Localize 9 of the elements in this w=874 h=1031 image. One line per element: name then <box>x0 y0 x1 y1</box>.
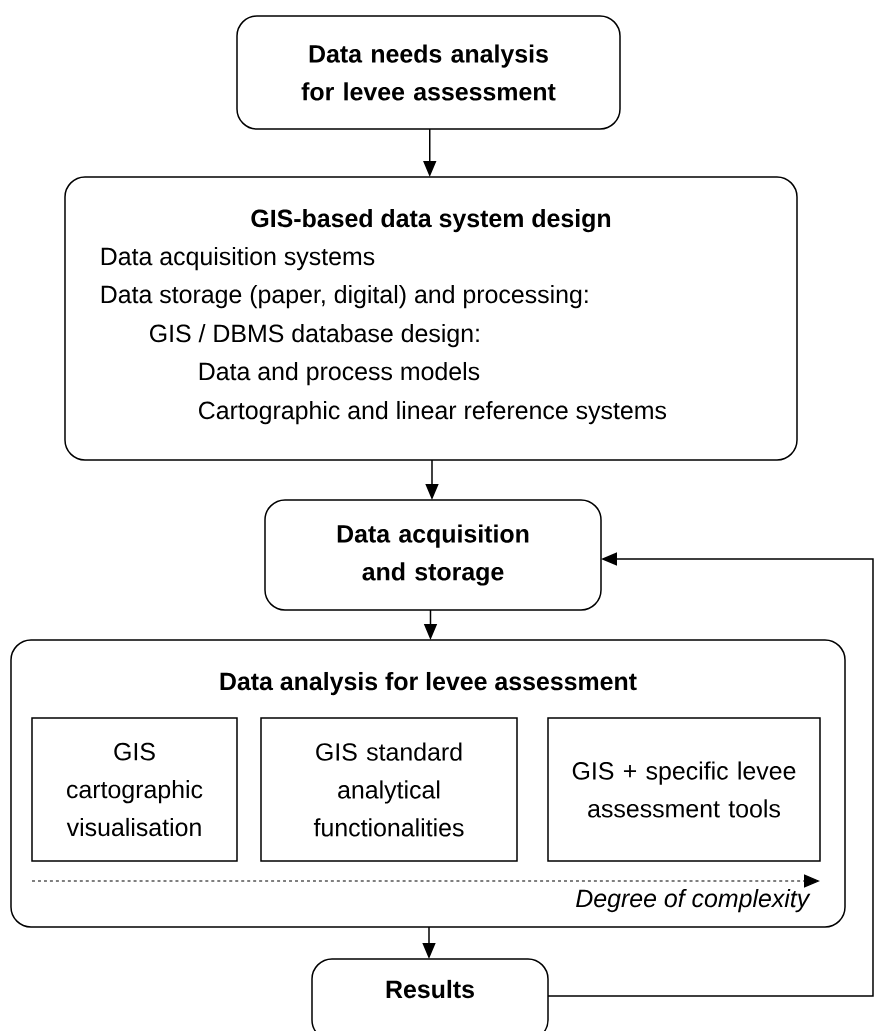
tool-box: GIS cartographic visualisation <box>31 717 238 862</box>
axis-label: Degree of complexity <box>576 888 811 913</box>
process-box: Data acquisition and storage <box>264 499 602 611</box>
tool-box: GIS + specific levee assessment tools <box>547 717 821 862</box>
arrow <box>547 552 874 997</box>
tool-box: GIS standard analytical functionalities <box>260 717 518 862</box>
process-box: Data needs analysis for levee assessment <box>236 15 621 130</box>
process-box: GIS-based data system design Data acquisition systems Data storage (paper, digital) and processing: GIS / DBMS database design: Data and process models Cartographic and linear reference systems <box>64 176 798 461</box>
process-box: Results <box>311 958 549 1031</box>
